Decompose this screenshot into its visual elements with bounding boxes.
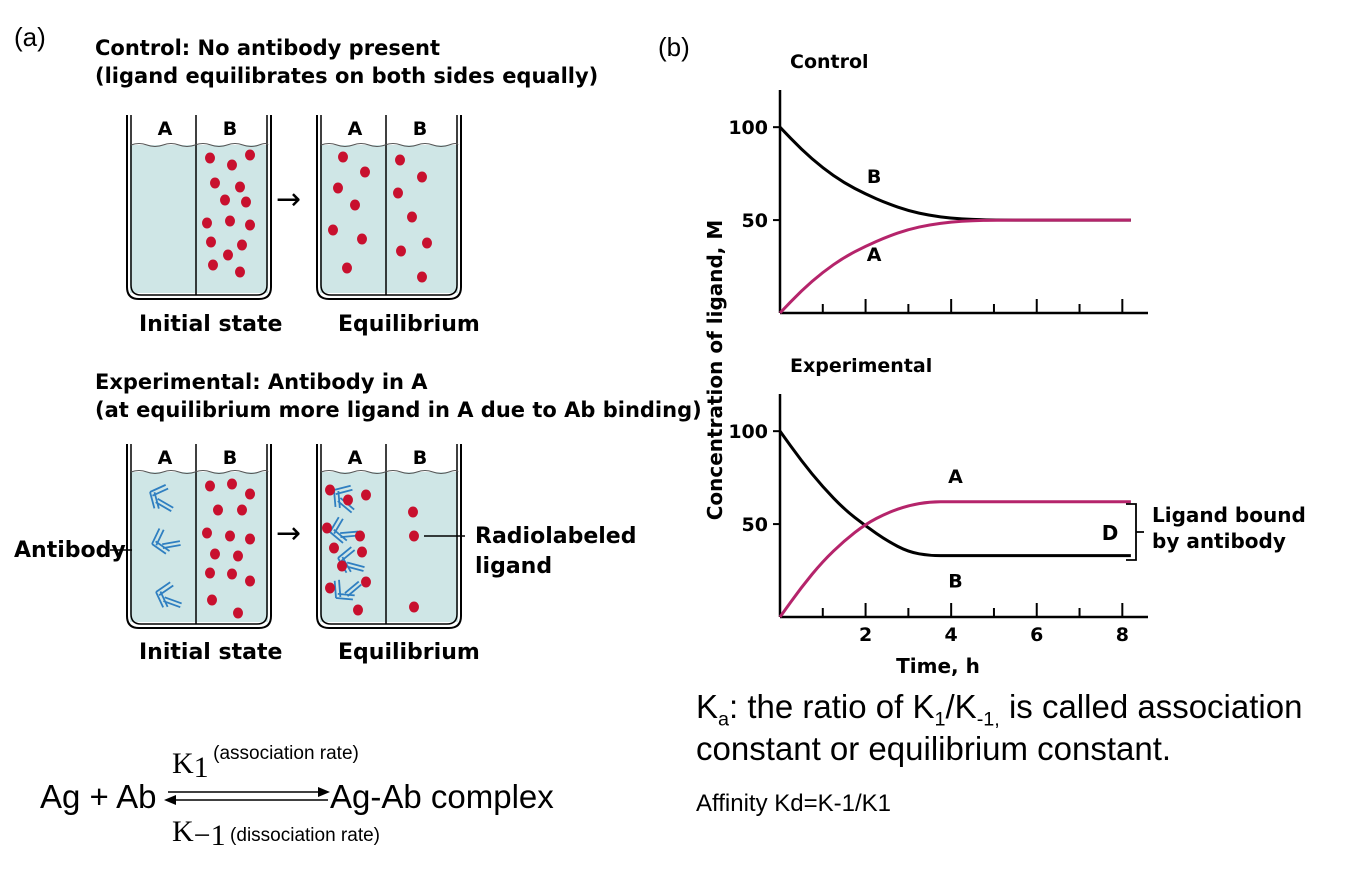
series-label: A	[867, 244, 882, 266]
chart-title: Control	[790, 51, 869, 73]
compartment-b-label: B	[223, 447, 237, 469]
antibody-label: Antibody	[14, 538, 126, 563]
control-heading: Control: No antibody present	[95, 36, 441, 60]
y-tick-label: 100	[728, 117, 768, 139]
series-line-B	[778, 126, 1131, 222]
equation-right: Ag-Ab complex	[330, 778, 554, 815]
k-reverse: K−1 (dissociation rate)	[172, 815, 380, 853]
y-tick-label: 50	[742, 210, 768, 232]
series-line-A	[778, 218, 1131, 315]
series-label: B	[867, 166, 881, 188]
affinity-note: Affinity Kd=K-1/K1	[696, 790, 891, 817]
k-reverse-note: (dissociation rate)	[230, 825, 380, 846]
ligand-dots	[202, 149, 255, 278]
ligand-dots	[328, 151, 432, 283]
k-reverse-sub: −1	[193, 819, 226, 853]
compartment-b-label: B	[413, 118, 427, 140]
y-tick-label: 50	[742, 514, 768, 536]
compartment-a-label: A	[158, 118, 173, 140]
equation-left: Ag + Ab	[40, 778, 157, 815]
control-equilibrium-caption: Equilibrium	[338, 312, 480, 337]
compartment-b-label: B	[413, 447, 427, 469]
x-tick-label: 2	[859, 624, 872, 646]
x-tick-label: 4	[945, 624, 958, 646]
ka-note-line1: Ka: the ratio of K1/K-1, is called assoc…	[696, 688, 1303, 731]
experimental-initial-caption: Initial state	[139, 640, 283, 665]
y-tick-label: 100	[728, 421, 768, 443]
ligand-dots	[322, 484, 419, 616]
control-initial-beaker: A B	[126, 115, 272, 300]
bracket-label-line2: by antibody	[1152, 529, 1286, 553]
k-forward: K1 (association rate)	[172, 743, 359, 785]
compartment-a-label: A	[348, 447, 363, 469]
ka-note-line2: constant or equilibrium constant.	[696, 730, 1172, 767]
equilibrium-arrows	[164, 787, 330, 805]
control-initial-caption: Initial state	[139, 312, 283, 337]
control-equilibrium-beaker: A B	[316, 115, 462, 300]
k-forward-symbol: K	[172, 747, 194, 780]
compartment-b-label: B	[223, 118, 237, 140]
experimental-equilibrium-caption: Equilibrium	[338, 640, 480, 665]
control-subheading: (ligand equilibrates on both sides equal…	[95, 64, 599, 88]
compartment-a-label: A	[158, 447, 173, 469]
series-line-A	[778, 500, 1131, 618]
panel-b-label: (b)	[658, 32, 690, 62]
series-line-B	[778, 430, 1131, 558]
bound-bracket: D Ligand bound by antibody	[1102, 503, 1306, 561]
panel-a-label: (a)	[14, 22, 46, 52]
compartment-a-label: A	[348, 118, 363, 140]
experimental-arrow: →	[276, 516, 302, 551]
concentration-charts: Concentration of ligand, M Time, h Contr…	[703, 51, 1306, 678]
ligand-label: ligand	[475, 554, 553, 579]
bracket-letter: D	[1102, 521, 1119, 545]
experimental-chart: Experimental 50 100 2 4 6 8 B A	[728, 355, 1148, 646]
experimental-heading: Experimental: Antibody in A	[95, 370, 428, 394]
experimental-beakers: A B A B	[110, 444, 465, 629]
experimental-subheading: (at equilibrium more ligand in A due to …	[95, 398, 702, 422]
series-label: A	[948, 466, 963, 488]
ligand-dots	[202, 478, 255, 619]
y-axis-label: Concentration of ligand, M	[703, 220, 727, 521]
experimental-initial-beaker: A B	[126, 444, 272, 629]
radiolabeled-label: Radiolabeled	[475, 524, 637, 549]
k-forward-sub: 1	[193, 751, 209, 785]
x-axis-label: Time, h	[896, 654, 980, 678]
ka-sub: a	[718, 708, 730, 731]
control-beakers: A B A B	[126, 115, 462, 300]
series-label: B	[948, 570, 962, 592]
k-reverse-symbol: K	[172, 815, 194, 848]
experimental-equilibrium-beaker: A B	[316, 444, 462, 629]
control-arrow: →	[276, 182, 302, 217]
k-forward-note: (association rate)	[213, 743, 359, 764]
chart-title: Experimental	[790, 355, 932, 377]
x-tick-label: 8	[1116, 624, 1129, 646]
bracket-label-line1: Ligand bound	[1152, 503, 1306, 527]
x-tick-label: 6	[1030, 624, 1043, 646]
